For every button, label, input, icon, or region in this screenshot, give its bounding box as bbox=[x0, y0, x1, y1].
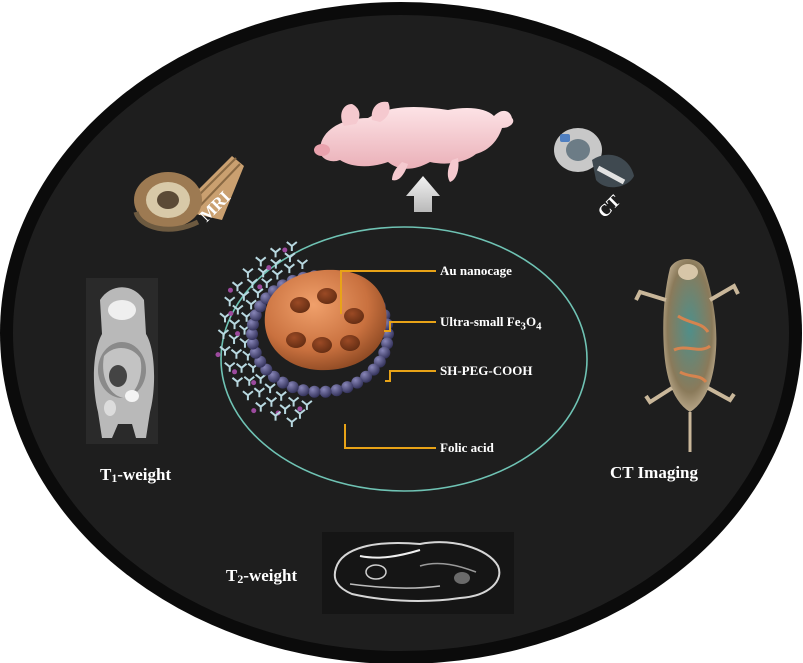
nanocage-hole bbox=[317, 288, 337, 304]
nanocage-hole bbox=[344, 308, 364, 324]
folic-acid-ligand bbox=[251, 408, 256, 413]
t1-label-suffix: -weight bbox=[117, 465, 171, 484]
t2-weight-label: T2-weight bbox=[226, 566, 297, 587]
fe-label-sub2: 4 bbox=[536, 321, 541, 333]
callout-au-nanocage: Au nanocage bbox=[440, 263, 512, 279]
nanocage-hole bbox=[340, 335, 360, 351]
t1-weight-label: T1-weight bbox=[100, 465, 171, 486]
fe-label-prefix: Ultra-small Fe bbox=[440, 314, 521, 329]
folic-acid-ligand bbox=[232, 369, 237, 374]
t1-label-letter: T bbox=[100, 465, 111, 484]
fe3o4-particle bbox=[320, 386, 332, 398]
fe3o4-particle bbox=[308, 386, 320, 398]
folic-acid-ligand bbox=[235, 331, 240, 336]
ct-imaging-label: CT Imaging bbox=[610, 463, 698, 483]
callout-fe3o4: Ultra-small Fe3O4 bbox=[440, 314, 541, 333]
fe3o4-particle bbox=[331, 384, 343, 396]
fe-label-mid: O bbox=[526, 314, 536, 329]
callout-peg: SH-PEG-COOH bbox=[440, 363, 532, 379]
t2-mri-image bbox=[322, 532, 514, 614]
folic-acid-ligand bbox=[257, 284, 262, 289]
callout-folic-acid: Folic acid bbox=[440, 440, 494, 456]
folic-acid-ligand bbox=[266, 265, 271, 270]
fe3o4-particle bbox=[341, 381, 353, 393]
au-nanocage-core bbox=[265, 270, 387, 370]
t2-label-letter: T bbox=[226, 566, 237, 585]
folic-acid-ligand bbox=[215, 352, 220, 357]
t1-mri-image bbox=[86, 278, 158, 444]
folic-acid-ligand bbox=[282, 247, 287, 252]
t2-label-suffix: -weight bbox=[243, 566, 297, 585]
folic-acid-ligand bbox=[228, 311, 233, 316]
nanocage-hole bbox=[312, 337, 332, 353]
folic-acid-ligand bbox=[297, 406, 302, 411]
nanocage-hole bbox=[290, 297, 310, 313]
folic-acid-ligand bbox=[251, 380, 256, 385]
folic-acid-ligand bbox=[228, 288, 233, 293]
fe3o4-particle bbox=[297, 384, 309, 396]
nanocage-hole bbox=[286, 332, 306, 348]
